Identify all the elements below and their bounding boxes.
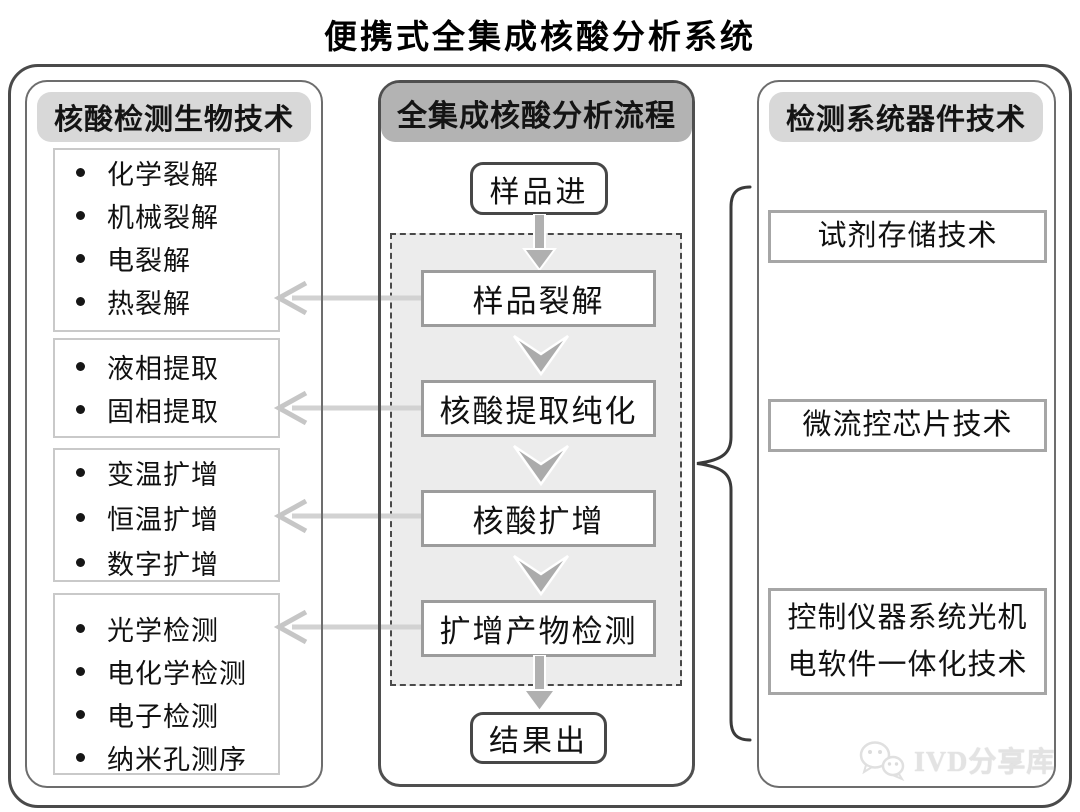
list-item: 液相提取 [55, 345, 278, 388]
control-integration-box: 控制仪器系统光机电软件一体化技术 [768, 588, 1047, 695]
right-panel-header: 检测系统器件技术 [769, 92, 1043, 142]
bullet-icon [76, 362, 85, 371]
list-item-label: 电子检测 [107, 702, 219, 732]
list-item: 热裂解 [55, 280, 278, 323]
result-out-terminal: 结果出 [470, 712, 607, 764]
list-item-label: 数字扩增 [107, 550, 219, 580]
left-panel-header: 核酸检测生物技术 [37, 92, 311, 142]
list-item: 机械裂解 [55, 194, 278, 237]
amplification-methods-box: 变温扩增 恒温扩增 数字扩增 [53, 448, 280, 582]
wechat-bubbles-icon [859, 741, 905, 781]
reagent-storage-box: 试剂存储技术 [768, 210, 1047, 263]
list-item-label: 电裂解 [107, 246, 191, 276]
list-item: 变温扩增 [55, 450, 278, 495]
list-item: 固相提取 [55, 388, 278, 431]
chevron-down-icon [512, 334, 570, 376]
right-panel: 检测系统器件技术 [757, 80, 1056, 788]
list-item-label: 恒温扩增 [107, 505, 219, 535]
bullet-icon [76, 405, 85, 414]
list-item-label: 变温扩增 [107, 460, 219, 490]
bullet-icon [76, 667, 85, 676]
list-item: 电裂解 [55, 237, 278, 280]
list-item-label: 光学检测 [107, 616, 219, 646]
microfluidic-chip-box: 微流控芯片技术 [768, 399, 1047, 452]
middle-panel-header: 全集成核酸分析流程 [381, 83, 692, 142]
watermark: IVD分享库 [858, 738, 1055, 782]
bullet-icon [76, 624, 85, 633]
left-arrow-connector [273, 280, 422, 316]
list-item: 电化学检测 [55, 650, 278, 693]
left-arrow-connector [273, 498, 422, 534]
list-item: 数字扩增 [55, 540, 278, 585]
process-step-box: 核酸扩增 [421, 490, 656, 547]
left-arrow-connector [273, 609, 422, 645]
list-item-label: 液相提取 [107, 354, 219, 384]
list-item: 纳米孔测序 [55, 736, 278, 779]
curly-brace-icon [696, 185, 752, 742]
chevron-down-icon [512, 444, 570, 486]
bullet-icon [76, 168, 85, 177]
bullet-icon [76, 710, 85, 719]
list-item-label: 机械裂解 [107, 203, 219, 233]
lysis-methods-box: 化学裂解 机械裂解 电裂解 热裂解 [53, 148, 280, 332]
extraction-methods-box: 液相提取 固相提取 [53, 338, 280, 438]
list-item-label: 热裂解 [107, 289, 191, 319]
process-step-box: 扩增产物检测 [421, 600, 656, 657]
list-item: 光学检测 [55, 607, 278, 650]
detection-methods-box: 光学检测 电化学检测 电子检测 纳米孔测序 [53, 593, 280, 775]
list-item-label: 纳米孔测序 [107, 745, 247, 775]
bullet-icon [76, 753, 85, 762]
bullet-icon [76, 254, 85, 263]
list-item-label: 电化学检测 [107, 659, 247, 689]
bullet-icon [76, 468, 85, 477]
page-title: 便携式全集成核酸分析系统 [324, 20, 756, 56]
outer-frame [8, 64, 1072, 808]
down-arrow-icon [522, 214, 557, 272]
bullet-icon [76, 513, 85, 522]
list-item: 恒温扩增 [55, 495, 278, 540]
bullet-icon [76, 558, 85, 567]
bullet-icon [76, 211, 85, 220]
list-item-label: 化学裂解 [107, 160, 219, 190]
list-item: 电子检测 [55, 693, 278, 736]
list-item: 化学裂解 [55, 151, 278, 194]
chevron-down-icon [512, 554, 570, 596]
watermark-text: IVD分享库 [914, 747, 1056, 778]
process-step-box: 样品裂解 [421, 270, 656, 327]
control-integration-label: 控制仪器系统光机电软件一体化技术 [787, 601, 1028, 681]
left-arrow-connector [273, 390, 422, 426]
sample-in-terminal: 样品进 [470, 162, 608, 215]
process-step-box: 核酸提取纯化 [421, 380, 656, 437]
middle-panel: 全集成核酸分析流程 [378, 80, 695, 787]
bullet-icon [76, 297, 85, 306]
left-panel: 核酸检测生物技术 [25, 80, 323, 788]
list-item-label: 固相提取 [107, 397, 219, 427]
down-arrow-icon [522, 655, 557, 713]
